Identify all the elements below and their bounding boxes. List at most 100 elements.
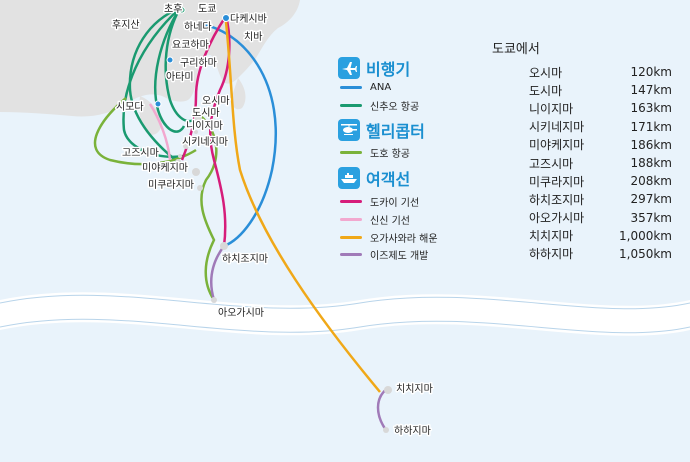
legend-item-tokai: 도카이 기선 [340, 194, 419, 209]
distance-island-name: 도시마 [529, 83, 563, 98]
label-yokohama: 요코하마 [172, 38, 209, 51]
route-shinchuo-kozu [128, 6, 181, 163]
distance-island-name: 니이지마 [529, 101, 574, 116]
swatch-shinshin [340, 218, 362, 221]
place-labels: 초후 도쿄 다케시바 치바 후지산 하네다 요코하마 구리하마 아타미 시모다 … [111, 2, 435, 439]
distance-island-name: 시키네지마 [529, 120, 585, 135]
island-niijima [183, 143, 189, 149]
distance-row: 미야케지마 186km [492, 136, 672, 154]
distance-value: 1,000km [619, 228, 672, 243]
label-miyakejima: 미야케지마 [142, 162, 188, 174]
distance-value: 208km [630, 174, 672, 189]
distance-value: 297km [630, 192, 672, 207]
legend-label-izu-kaihatsu: 이즈제도 개발 [370, 251, 429, 262]
distance-island-name: 치치지마 [529, 229, 574, 244]
islands-layer [175, 114, 392, 433]
route-ana [197, 22, 278, 248]
route-toho-heli [195, 111, 218, 301]
island-chichijima [384, 386, 392, 394]
distance-value: 188km [630, 156, 672, 171]
legend-item-shinchuo: 신추오 항공 [340, 98, 419, 113]
label-oshima: 오시마 [202, 95, 230, 107]
label-hachijojima: 하치조지마 [222, 252, 268, 265]
island-miyakejima [192, 168, 200, 176]
route-izu-kaihatsu-1 [210, 245, 226, 301]
distance-value: 171km [630, 119, 672, 134]
legend-ship-title-text: 여객선 [366, 170, 411, 189]
route-shinshin [148, 103, 172, 161]
current-line-1 [0, 294, 690, 310]
label-atami: 아타미 [166, 71, 194, 83]
swatch-shinchuo [340, 104, 362, 107]
distance-value: 357km [630, 210, 672, 225]
label-niijima: 니이지마 [186, 120, 223, 132]
airport-haneda-icon [222, 14, 230, 22]
legend-label-toho: 도호 항공 [370, 149, 410, 160]
legend-ship-title: 여객선 [338, 166, 410, 190]
label-chiba: 치바 [244, 31, 262, 43]
boso-peninsula [231, 78, 246, 110]
route-shinchuo-oshima [164, 7, 197, 123]
label-chichijima: 치치지마 [396, 383, 433, 395]
island-hachijojima [220, 242, 228, 250]
legend-item-ana: ANA [340, 82, 391, 93]
label-fujisan: 후지산 [112, 19, 140, 31]
legend-item-toho: 도호 항공 [340, 145, 410, 160]
island-kozushima [175, 159, 181, 165]
distance-island-name: 아오가시마 [529, 211, 585, 226]
legend-air-title-text: 비행기 [366, 60, 411, 79]
airport-markers [154, 6, 230, 108]
island-mikurajima [197, 185, 203, 191]
airplane-icon [338, 57, 360, 79]
distance-row: 도시마 147km [492, 81, 672, 99]
distance-island-name: 하하지마 [529, 247, 574, 262]
route-tokai-branch [180, 15, 228, 161]
airport-chofu-icon [178, 6, 186, 14]
distance-value: 186km [630, 137, 672, 152]
legend-label-ana: ANA [370, 82, 392, 93]
distance-island-name: 고즈시마 [529, 156, 574, 171]
distance-value: 1,050km [619, 246, 672, 261]
island-shikinejima [178, 154, 182, 158]
island-hahajima [383, 427, 389, 433]
distance-row: 미쿠라지마 208km [492, 172, 672, 190]
legend-item-ogasawara: 오가사와라 해운 [340, 230, 438, 245]
distance-value: 147km [630, 83, 672, 98]
swatch-izu-kaihatsu [340, 253, 362, 256]
legend-item-izu-kaihatsu: 이즈제도 개발 [340, 247, 428, 262]
distance-row: 니이지마 163km [492, 99, 672, 117]
port-kurihama-icon [166, 56, 174, 64]
distance-island-name: 미쿠라지마 [529, 174, 585, 189]
ship-icon [338, 167, 360, 189]
legend-label-shinchuo: 신추오 항공 [370, 102, 420, 113]
label-shikinejima: 시키네지마 [182, 136, 228, 148]
label-choshi: 초후 [164, 3, 182, 15]
label-kozushima: 고즈시마 [122, 147, 159, 159]
distance-island-name: 미야케지마 [529, 138, 585, 153]
distance-value: 120km [630, 65, 672, 80]
island-toshima [194, 130, 198, 134]
legend-item-shinshin: 신신 기선 [340, 212, 410, 227]
current-line-2 [0, 318, 690, 334]
label-takeshiba: 다케시바 [230, 13, 267, 25]
distance-row: 치치지마 1,000km [492, 227, 672, 245]
swatch-toho [340, 151, 362, 154]
swatch-ogasawara [340, 236, 362, 239]
legend-air-title: 비행기 [338, 56, 410, 80]
helicopter-icon [338, 119, 360, 141]
swatch-ana [340, 86, 362, 89]
label-mikurajima: 미쿠라지마 [148, 179, 194, 191]
legend-heli-title: 헬리콥터 [338, 118, 425, 142]
label-kurihama: 구리하마 [180, 56, 217, 69]
distance-value: 163km [630, 101, 672, 116]
distance-row: 하하지마 1,050km [492, 245, 672, 263]
izu-peninsula [139, 96, 162, 135]
label-aogashima: 아오가시마 [218, 307, 264, 319]
legend-label-shinshin: 신신 기선 [370, 216, 410, 227]
label-toshima: 도시마 [192, 107, 220, 119]
